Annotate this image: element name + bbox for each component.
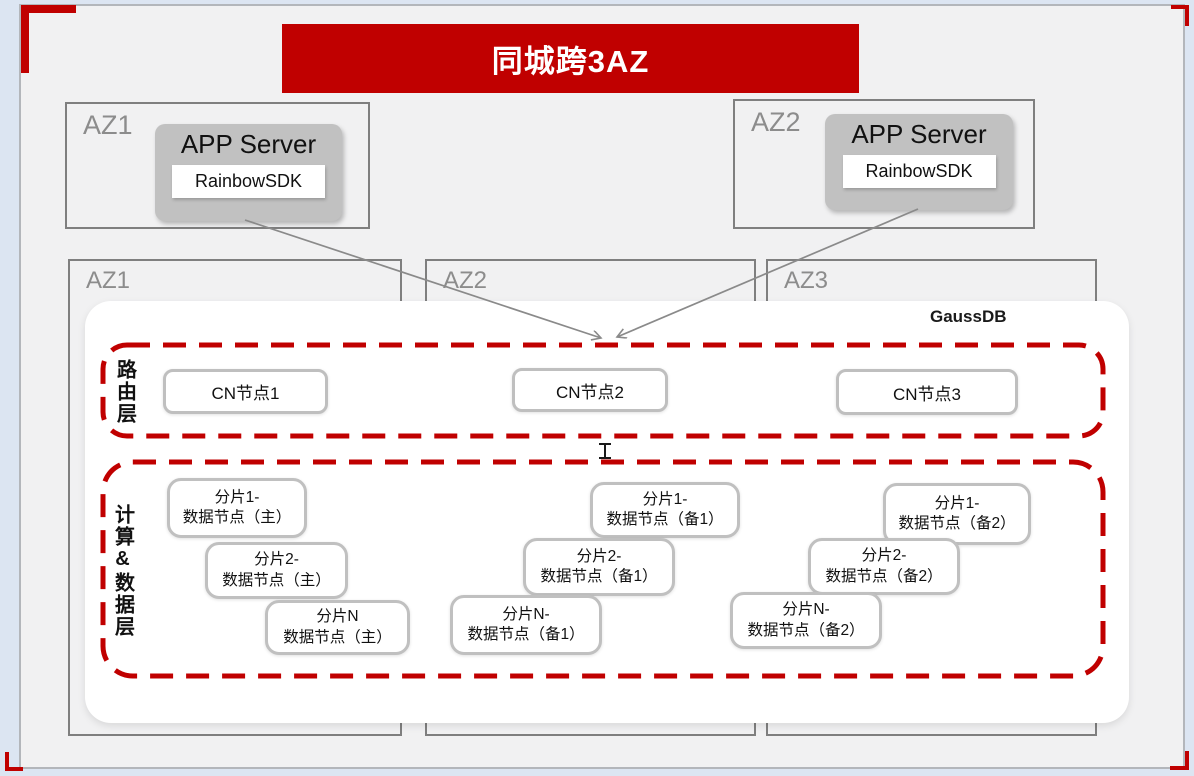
shard-1-standby2-line1: 分片1- xyxy=(934,494,980,512)
az-column-az3-label: AZ3 xyxy=(784,267,829,294)
shard-n-primary-line2: 数据节点（主） xyxy=(283,628,392,646)
shard-n-primary: 分片N 数据节点（主） xyxy=(265,600,410,655)
shard-2-primary-line1: 分片2- xyxy=(254,551,299,569)
red-corner-bracket-top-right xyxy=(1171,5,1189,26)
app-server-az1-title: APP Server xyxy=(180,129,317,159)
rainbow-sdk-az2-label: RainbowSDK xyxy=(865,161,973,181)
shard-n-standby2-line2: 数据节点（备2） xyxy=(747,621,865,639)
az-column-az2-label: AZ2 xyxy=(443,267,488,294)
red-corner-bracket-bottom-left xyxy=(5,752,23,771)
shard-2-primary-line2: 数据节点（主） xyxy=(222,571,331,589)
app-zone-az2: AZ2 APP Server RainbowSDK xyxy=(733,99,1035,229)
shard-2-standby1-line1: 分片2- xyxy=(576,547,622,565)
shard-n-standby1-line1: 分片N- xyxy=(502,605,550,623)
shard-n-standby1-line2: 数据节点（备1） xyxy=(467,626,585,643)
shard-1-primary: 分片1- 数据节点（主） xyxy=(167,478,307,538)
shard-n-standby1: 分片N- 数据节点（备1） xyxy=(450,595,602,655)
routing-layer-label: 路由层 xyxy=(113,359,136,425)
diagram-title-banner: 同城跨3AZ xyxy=(282,24,859,93)
gaussdb-title: GaussDB xyxy=(930,307,1007,326)
cn-node-3-label: CN节点3 xyxy=(892,384,961,404)
rainbow-sdk-az2: RainbowSDK xyxy=(842,155,996,188)
shard-1-standby2-line2: 数据节点（备2） xyxy=(898,515,1016,532)
az-column-az1-label: AZ1 xyxy=(86,267,131,294)
app-server-az1: APP Server RainbowSDK xyxy=(155,124,342,221)
shard-2-primary: 分片2- 数据节点（主） xyxy=(205,542,348,599)
shard-n-standby2: 分片N- 数据节点（备2） xyxy=(730,592,882,649)
red-corner-bracket-bottom-right xyxy=(1170,751,1189,770)
shard-1-standby1-line1: 分片1- xyxy=(642,490,688,508)
data-layer-label: 计算&数据层 xyxy=(111,504,134,638)
cn-node-2: CN节点2 xyxy=(512,368,668,412)
rainbow-sdk-az1-label: RainbowSDK xyxy=(194,171,303,191)
app-zone-az2-label: AZ2 xyxy=(751,107,801,137)
app-server-az2-title: APP Server xyxy=(851,119,987,149)
shard-1-standby1-line2: 数据节点（备1） xyxy=(606,511,724,528)
shard-2-standby2: 分片2- 数据节点（备2） xyxy=(808,538,960,595)
diagram-title: 同城跨3AZ xyxy=(491,44,650,79)
rainbow-sdk-az1: RainbowSDK xyxy=(172,165,325,198)
shard-2-standby2-line1: 分片2- xyxy=(861,547,907,565)
app-zone-az1-label: AZ1 xyxy=(83,110,133,140)
cn-node-2-label: CN节点2 xyxy=(555,382,624,402)
app-zone-az1: AZ1 APP Server RainbowSDK xyxy=(65,102,370,229)
cn-node-3: CN节点3 xyxy=(836,369,1018,415)
shard-1-primary-line2: 数据节点（主） xyxy=(182,509,292,526)
shard-1-primary-line1: 分片1- xyxy=(214,488,260,506)
cn-node-1-label: CN节点1 xyxy=(211,384,280,403)
red-corner-bracket-top-left xyxy=(21,5,76,73)
shard-n-primary-line1: 分片N xyxy=(316,608,359,626)
shard-2-standby1: 分片2- 数据节点（备1） xyxy=(523,538,675,596)
shard-n-standby2-line1: 分片N- xyxy=(782,601,830,619)
shard-2-standby1-line2: 数据节点（备1） xyxy=(540,568,658,585)
cn-node-1: CN节点1 xyxy=(163,369,328,414)
shard-1-standby2: 分片1- 数据节点（备2） xyxy=(883,483,1031,545)
app-server-az2: APP Server RainbowSDK xyxy=(825,114,1013,210)
shard-2-standby2-line2: 数据节点（备2） xyxy=(825,567,943,585)
shard-1-standby1: 分片1- 数据节点（备1） xyxy=(590,482,740,538)
